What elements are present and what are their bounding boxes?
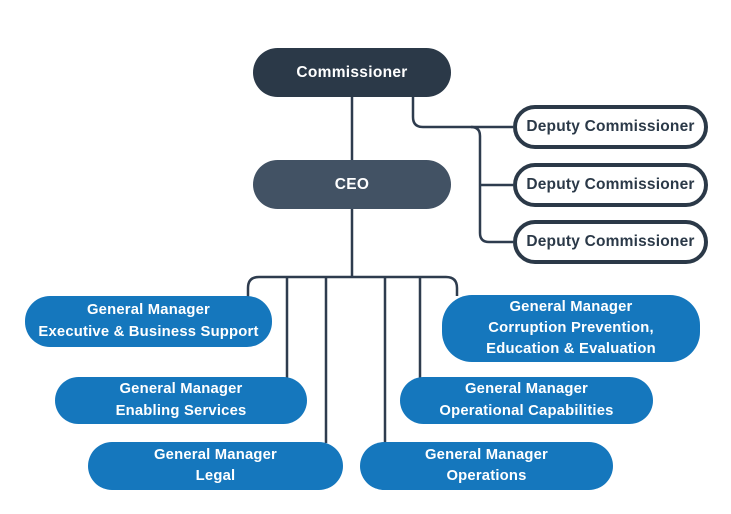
gm-enabling-services-line-2: Enabling Services bbox=[115, 402, 247, 419]
edge-commissioner-deputy-1 bbox=[411, 96, 513, 129]
ceo-label: CEO bbox=[334, 175, 370, 193]
node-deputy-commissioner-2: Deputy Commissioner bbox=[513, 163, 708, 207]
node-commissioner: Commissioner bbox=[253, 48, 451, 97]
node-gm-corruption-prevention-education-evaluation: General Manager Corruption Prevention, E… bbox=[442, 295, 700, 362]
gm-operations-line-2: Operations bbox=[446, 468, 527, 484]
node-gm-enabling-services: General Manager Enabling Services bbox=[55, 377, 307, 424]
gm-operational-capabilities-line-1: General Manager bbox=[464, 381, 589, 398]
gm-legal-line-2: Legal bbox=[195, 468, 236, 484]
node-deputy-commissioner-3: Deputy Commissioner bbox=[513, 220, 708, 264]
gm-enabling-services-line-1: General Manager bbox=[119, 381, 243, 398]
node-gm-operational-capabilities: General Manager Operational Capabilities bbox=[400, 377, 653, 424]
gm-corruption-prevention-line-1: General Manager bbox=[509, 299, 633, 315]
gm-corruption-prevention-line-3: Education & Evaluation bbox=[486, 341, 656, 357]
deputy-commissioner-3-label: Deputy Commissioner bbox=[526, 233, 695, 250]
node-gm-legal: General Manager Legal bbox=[88, 442, 343, 490]
gm-corruption-prevention-line-2: Corruption Prevention, bbox=[488, 320, 654, 336]
node-gm-operations: General Manager Operations bbox=[360, 442, 613, 490]
gm-executive-business-support-line-2: Executive & Business Support bbox=[38, 323, 259, 340]
node-deputy-commissioner-1: Deputy Commissioner bbox=[513, 105, 708, 149]
deputy-commissioner-2-label: Deputy Commissioner bbox=[526, 176, 695, 193]
commissioner-label: Commissioner bbox=[296, 63, 408, 81]
node-gm-executive-business-support: General Manager Executive & Business Sup… bbox=[25, 296, 272, 347]
edge-bus bbox=[246, 275, 459, 297]
gm-operations-line-1: General Manager bbox=[424, 446, 549, 463]
gm-operational-capabilities-line-2: Operational Capabilities bbox=[439, 402, 614, 419]
gm-executive-business-support-line-1: General Manager bbox=[86, 302, 211, 319]
gm-legal-line-1: General Manager bbox=[153, 446, 278, 463]
edge-deputy-trunk bbox=[470, 125, 513, 244]
deputy-commissioner-1-label: Deputy Commissioner bbox=[526, 118, 695, 135]
node-ceo: CEO bbox=[253, 160, 451, 209]
